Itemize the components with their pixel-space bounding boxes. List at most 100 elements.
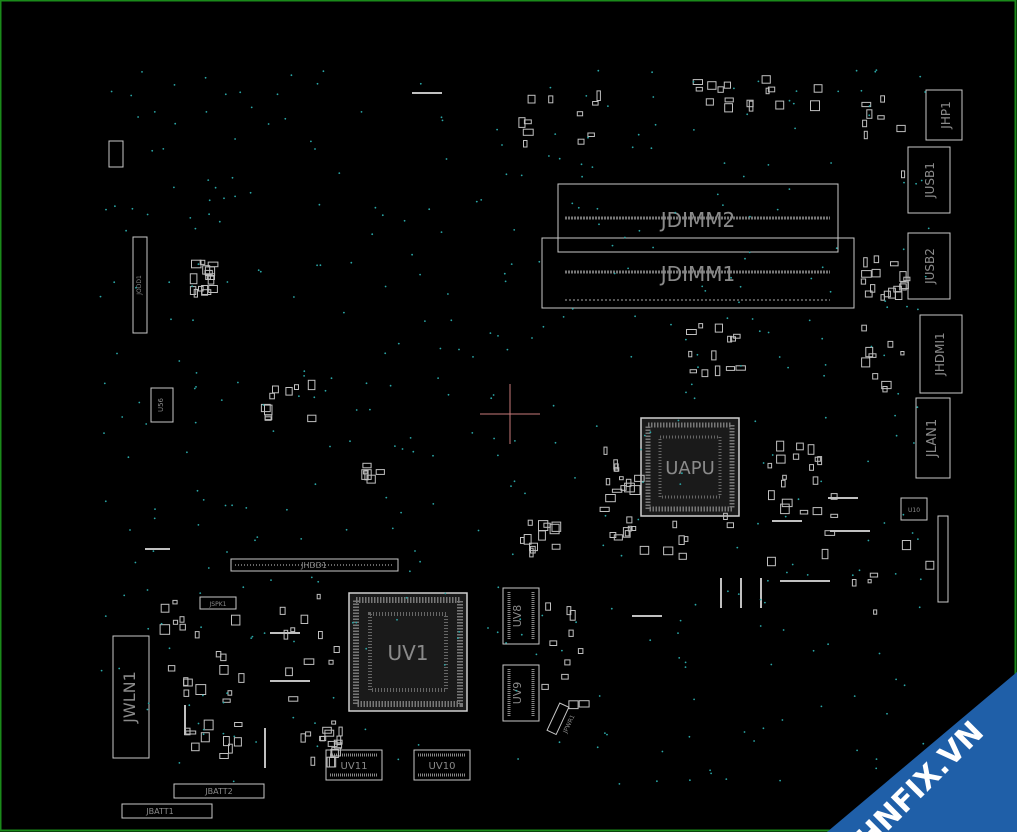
jhdmi1-connector[interactable]: JHDMI1 — [919, 314, 963, 394]
jbatt2-connector[interactable]: JBATT2 — [173, 783, 265, 799]
smd-part — [260, 403, 271, 413]
vias — [99, 69, 930, 785]
via — [542, 325, 545, 328]
smd-part — [899, 271, 907, 282]
via — [322, 70, 325, 73]
via — [381, 214, 384, 217]
smd-part — [903, 276, 911, 282]
via — [178, 360, 181, 362]
via — [906, 305, 908, 308]
smd-part — [234, 722, 243, 727]
jdimm2-slot[interactable]: JDIMM2 — [557, 183, 839, 253]
u10-chip[interactable]: U10 — [900, 497, 928, 521]
smd-part — [730, 336, 736, 342]
via — [384, 352, 387, 355]
smd-part — [222, 698, 231, 703]
via — [194, 421, 197, 424]
via — [208, 199, 211, 202]
via — [200, 626, 203, 629]
via — [497, 454, 499, 457]
via — [894, 414, 896, 417]
smd-part — [305, 731, 312, 737]
uv10-chip[interactable]: UV10 — [413, 749, 471, 781]
via — [173, 84, 176, 86]
smd-part — [231, 614, 241, 626]
jusb1-connector[interactable]: JUSB1 — [907, 146, 951, 214]
smd-part — [863, 257, 868, 268]
jhp1-connector[interactable]: JHP1 — [925, 89, 963, 141]
via — [303, 375, 305, 377]
via — [778, 356, 781, 358]
jbatt1-connector[interactable]: JBATT1 — [121, 803, 213, 819]
smd-part — [160, 603, 170, 613]
smd-part — [880, 294, 885, 301]
smd-part — [172, 599, 178, 605]
via — [661, 750, 664, 753]
via — [352, 621, 354, 624]
via — [749, 215, 751, 218]
jbatt2-label: JBATT2 — [204, 787, 232, 796]
via — [808, 319, 811, 322]
uapu-chip[interactable]: UAPU — [640, 417, 740, 517]
via — [725, 778, 728, 780]
smd-part — [603, 446, 608, 455]
smd-part — [768, 490, 775, 501]
via — [389, 384, 392, 387]
via — [874, 70, 877, 73]
jlan1-connector[interactable]: JLAN1 — [915, 397, 951, 479]
smd-part — [810, 100, 820, 112]
uv1-label: UV1 — [387, 641, 428, 665]
via — [174, 122, 177, 125]
via — [501, 144, 503, 146]
smd-part — [307, 414, 317, 423]
via — [792, 102, 795, 105]
via — [401, 448, 404, 450]
via — [917, 308, 919, 311]
trace-segment — [412, 92, 442, 94]
smd-part — [238, 673, 245, 683]
u56-chip[interactable]: U56 — [150, 387, 174, 423]
jodd1-connector[interactable]: JODD1 — [132, 236, 148, 334]
via — [131, 207, 134, 210]
via — [652, 96, 655, 98]
jspk1-connector[interactable]: JSPK1 — [199, 596, 237, 610]
smd-part — [191, 742, 200, 752]
uv8-chip[interactable]: UV8 — [502, 587, 540, 645]
uv1-chip[interactable]: UV1 — [348, 592, 468, 712]
uv9-chip[interactable]: UV9 — [502, 664, 540, 722]
via — [405, 596, 408, 599]
jdimm1-label: JDIMM1 — [659, 262, 735, 286]
via — [103, 432, 105, 434]
via — [394, 445, 396, 447]
via — [694, 603, 697, 606]
jwln1-connector[interactable]: JWLN1 — [112, 635, 150, 759]
smd-part — [873, 255, 880, 264]
via — [742, 175, 745, 178]
smd-part — [733, 333, 741, 339]
via — [604, 514, 607, 517]
via — [397, 342, 400, 345]
via — [127, 456, 130, 459]
smd-part — [228, 743, 233, 754]
smd-part — [233, 737, 242, 747]
jusb2-connector[interactable]: JUSB2 — [907, 232, 951, 300]
via — [654, 123, 657, 126]
via — [884, 300, 887, 302]
smd-part — [901, 540, 912, 551]
via — [824, 364, 827, 366]
via — [439, 347, 442, 350]
jhdd1-connector[interactable]: JHDD1 — [230, 558, 399, 572]
via — [256, 536, 259, 538]
smd-part — [893, 285, 902, 293]
via — [911, 532, 914, 534]
smd-part — [861, 270, 872, 278]
via — [310, 576, 313, 579]
via — [153, 517, 156, 520]
via — [860, 89, 863, 92]
jdimm1-slot[interactable]: JDIMM1 — [541, 237, 855, 309]
via — [858, 569, 861, 572]
jhdmi1-label: JHDMI1 — [933, 332, 947, 376]
via — [649, 639, 652, 642]
smd-part — [686, 329, 697, 335]
via — [640, 448, 642, 451]
